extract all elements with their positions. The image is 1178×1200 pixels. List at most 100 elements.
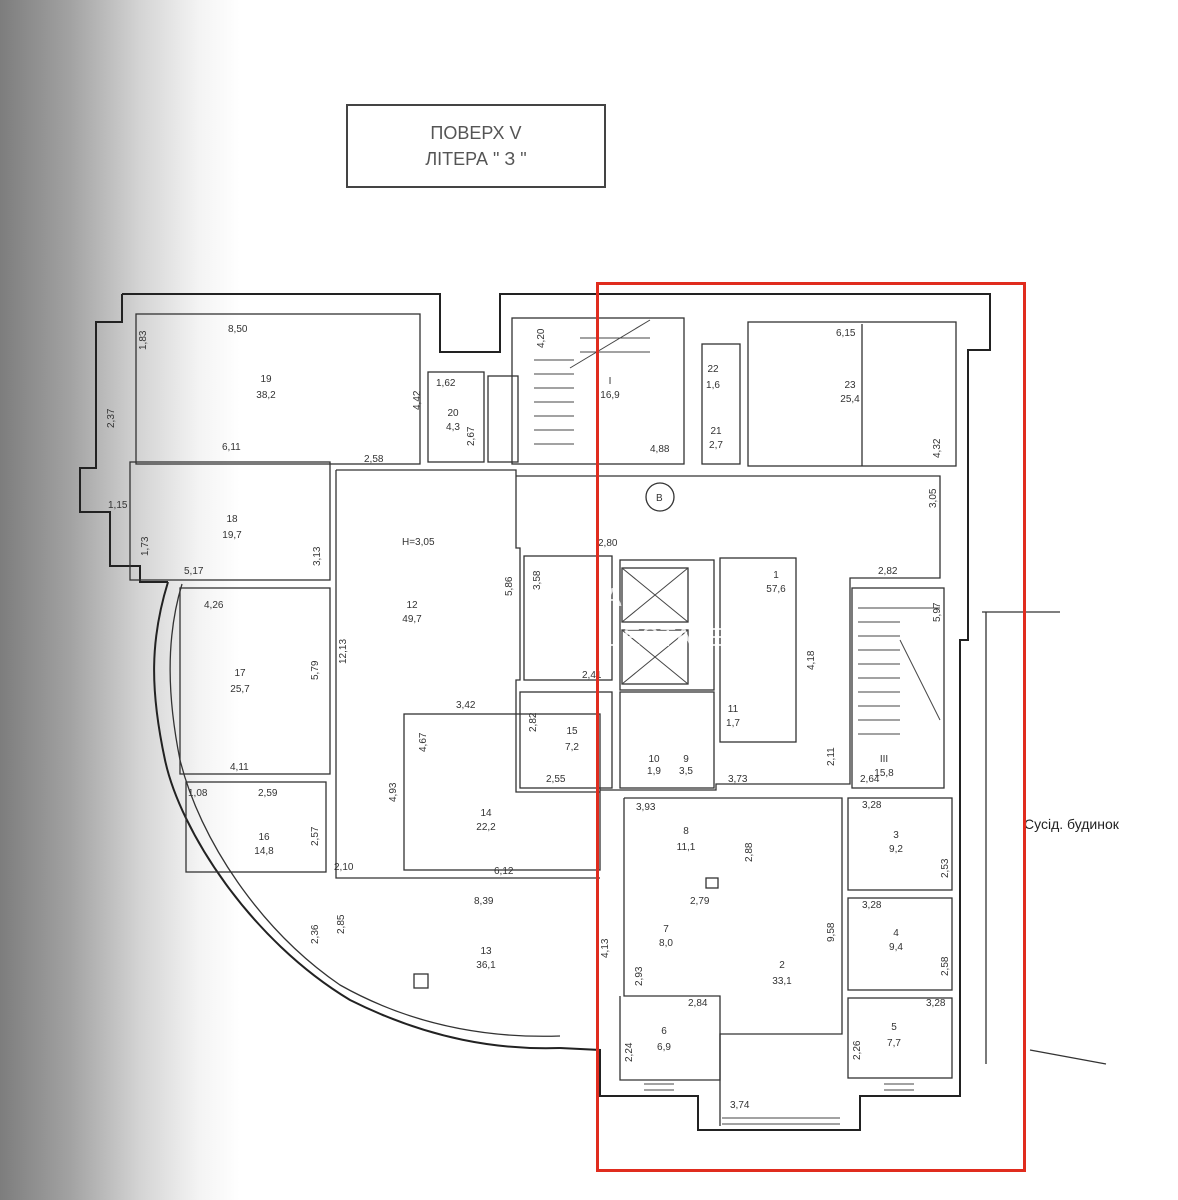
dimension-label: 3,28 xyxy=(926,998,946,1009)
watermark-logo-letter: R xyxy=(440,533,519,664)
dimension-label: 2,57 xyxy=(310,826,321,846)
dimension-label: 3,74 xyxy=(730,1100,750,1111)
room-19-number: 19 xyxy=(260,374,272,385)
room-2-number: 2 xyxy=(779,960,785,971)
room-7-area: 8,0 xyxy=(659,938,673,949)
dimension-label: 2,84 xyxy=(688,998,708,1009)
room-1-number: 1 xyxy=(773,570,779,581)
dimension-label: 3,28 xyxy=(862,800,882,811)
dimension-label: 2,11 xyxy=(826,747,837,766)
dimension-label: 4,26 xyxy=(204,600,224,611)
dimension-label: 2,82 xyxy=(528,712,539,732)
watermark: R ROYAL REAL ESTATE xyxy=(440,540,760,670)
dimension-label: 2,24 xyxy=(624,1042,635,1062)
room-13-number: 13 xyxy=(480,946,492,957)
room-16-area: 14,8 xyxy=(254,846,274,857)
room-9-number: 9 xyxy=(683,754,689,765)
dimension-label: 2,37 xyxy=(106,408,117,428)
dimension-label: 2,36 xyxy=(310,924,321,944)
dimension-label: 3,93 xyxy=(636,802,656,813)
dimension-label: 1,83 xyxy=(138,330,149,350)
room-4-area: 9,4 xyxy=(889,942,903,953)
dimension-label: 4,32 xyxy=(932,438,943,458)
room-13-area: 36,1 xyxy=(476,960,496,971)
dimension-label: 2,53 xyxy=(940,858,951,878)
room-8-area: 11,1 xyxy=(677,842,696,853)
dimension-label: 3,42 xyxy=(456,700,476,711)
room-19-area: 38,2 xyxy=(256,390,276,401)
room-5-area: 7,7 xyxy=(887,1038,901,1049)
dimension-label: 9,58 xyxy=(826,922,837,942)
room-5-number: 5 xyxy=(891,1022,897,1033)
room-6-area: 6,9 xyxy=(657,1042,671,1053)
room-21-number: 21 xyxy=(710,426,722,437)
room-7-number: 7 xyxy=(663,924,669,935)
room-15-area: 7,2 xyxy=(565,742,579,753)
room-I-area: 16,9 xyxy=(600,390,620,401)
watermark-line2: REAL ESTATE xyxy=(544,622,727,652)
dimension-label: 4,20 xyxy=(536,328,547,348)
dimension-label: 8,50 xyxy=(228,324,248,335)
dimension-label: 6,11 xyxy=(222,442,241,453)
dimension-label: 2,67 xyxy=(466,426,477,446)
room-14-area: 22,2 xyxy=(476,822,496,833)
dimension-label: 1,08 xyxy=(188,788,208,799)
dimension-label: 8,39 xyxy=(474,896,494,907)
room-12-area: 49,7 xyxy=(402,614,422,625)
room-3-area: 9,2 xyxy=(889,844,903,855)
floor-title-box: ПОВЕРХ V ЛІТЕРА " З " xyxy=(346,104,606,188)
staircase-III xyxy=(858,607,941,735)
room-18-number: 18 xyxy=(226,514,238,525)
room-11-area: 1,7 xyxy=(726,718,740,729)
dimension-label: 4,67 xyxy=(418,732,429,752)
dimension-label: 3,73 xyxy=(728,774,748,785)
dimension-label: 2,88 xyxy=(744,842,755,862)
room-1-area: 57,6 xyxy=(766,584,786,595)
dimension-label: 6,15 xyxy=(836,328,856,339)
entry-steps xyxy=(644,1083,914,1125)
room-20-number: 20 xyxy=(447,408,459,419)
room-labels: 19 38,2 20 4,3 I 16,9 22 1,6 21 2,7 23 2… xyxy=(222,364,903,1053)
interior-walls xyxy=(129,313,1107,1126)
watermark-line1: ROYAL xyxy=(544,582,641,612)
dimension-label: 2,10 xyxy=(334,862,354,873)
room-I-number: I xyxy=(609,376,612,387)
dimension-label: 4,93 xyxy=(388,782,399,802)
dimension-label: 2,26 xyxy=(852,1040,863,1060)
dimension-labels: 8,50 1,83 2,37 4,42 1,62 2,67 4,20 4,88 … xyxy=(106,324,951,1111)
dimension-label: 2,41 xyxy=(582,670,602,681)
dimension-label: 2,58 xyxy=(364,454,384,465)
dimension-label: 6,12 xyxy=(494,866,514,877)
dimension-label: 3,58 xyxy=(532,570,543,590)
room-2-area: 33,1 xyxy=(772,976,792,987)
dimension-label: 2,64 xyxy=(860,774,880,785)
dimension-label: 4,42 xyxy=(412,390,423,410)
stair-marker-circle xyxy=(645,482,675,512)
room-9-area: 3,5 xyxy=(679,766,693,777)
floor-title: ПОВЕРХ V xyxy=(430,123,522,143)
room-14-number: 14 xyxy=(480,808,492,819)
dimension-label: 1,62 xyxy=(436,378,456,389)
room-4-number: 4 xyxy=(893,928,899,939)
room-21-area: 2,7 xyxy=(709,440,723,451)
dimension-label: 4,88 xyxy=(650,444,670,455)
room-20-area: 4,3 xyxy=(446,422,460,433)
dimension-label: 5,79 xyxy=(310,660,321,680)
dimension-label: 4,18 xyxy=(806,650,817,670)
height-note: H=3,05 xyxy=(402,537,435,548)
dimension-label: 2,80 xyxy=(598,538,618,549)
neighbor-building-label: Сусід. будинок xyxy=(1024,816,1119,832)
dimension-label: 2,59 xyxy=(258,788,278,799)
dimension-label: 2,85 xyxy=(336,914,347,934)
room-17-area: 25,7 xyxy=(230,684,250,695)
dimension-label: 4,13 xyxy=(600,938,611,958)
dimension-label: 5,86 xyxy=(504,576,515,596)
dimension-label: 2,82 xyxy=(878,566,898,577)
letter-title: ЛІТЕРА " З " xyxy=(425,149,527,169)
elevator-shafts xyxy=(621,567,689,685)
highlighted-area xyxy=(596,282,1026,1172)
room-III-number: III xyxy=(880,754,888,765)
room-12-number: 12 xyxy=(406,600,418,611)
